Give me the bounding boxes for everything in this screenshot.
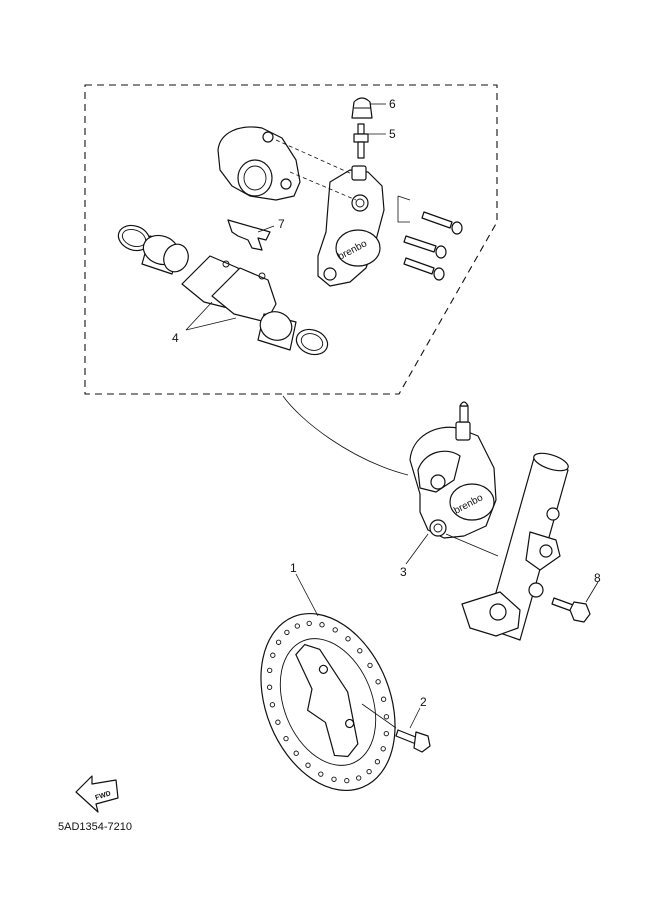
leader-8 bbox=[585, 581, 599, 603]
leader-7 bbox=[257, 225, 275, 233]
disc-vent-hole bbox=[270, 652, 276, 658]
disc-vent-hole bbox=[383, 730, 389, 737]
piston-seal-right bbox=[295, 328, 329, 356]
fwd-badge-text: FWD bbox=[94, 790, 111, 802]
disc-vent-hole bbox=[284, 629, 290, 636]
disc-vent-hole bbox=[380, 746, 386, 752]
disc-vent-hole bbox=[283, 735, 289, 742]
assembled-caliper: brenbo bbox=[409, 401, 497, 539]
piston-left bbox=[141, 234, 189, 275]
leader-4a bbox=[185, 301, 213, 331]
caliper-outer-half bbox=[217, 126, 301, 201]
caliper-bolt-lower bbox=[403, 257, 445, 281]
brake-disc bbox=[260, 612, 396, 792]
brake-pads bbox=[181, 255, 277, 323]
disc-vent-hole bbox=[305, 762, 311, 768]
disc-vent-hole bbox=[380, 696, 387, 702]
disc-vent-hole bbox=[345, 636, 351, 642]
caliper-bolt-middle bbox=[403, 235, 447, 259]
disc-vent-hole bbox=[366, 768, 372, 775]
disc-vent-hole bbox=[294, 623, 300, 629]
bleed-screw bbox=[353, 123, 369, 159]
disc-vent-hole bbox=[319, 622, 325, 628]
disc-vent-hole bbox=[383, 714, 390, 720]
disc-vent-hole bbox=[266, 684, 273, 690]
callout-6: 6 bbox=[389, 97, 396, 111]
detail-connector-line bbox=[282, 395, 409, 476]
caliper-inner-half: brenbo bbox=[317, 165, 385, 287]
leader-2 bbox=[409, 707, 421, 729]
disc-vent-hole bbox=[267, 667, 273, 674]
callout-2: 2 bbox=[420, 695, 427, 709]
leader-4b bbox=[185, 317, 237, 331]
disc-vent-holes bbox=[266, 620, 390, 784]
detail-dash-link-1 bbox=[289, 171, 357, 201]
callout-3: 3 bbox=[400, 565, 407, 579]
disc-bolt bbox=[395, 729, 431, 753]
pad-spring bbox=[227, 219, 271, 251]
callout-4: 4 bbox=[172, 331, 179, 345]
piston-right bbox=[257, 311, 297, 351]
disc-vent-hole bbox=[269, 702, 276, 708]
disc-vent-hole bbox=[318, 771, 324, 777]
forward-direction-arrow-icon: FWD bbox=[75, 775, 119, 813]
diagram-code: 5AD1354-7210 bbox=[58, 821, 132, 833]
disc-vent-hole bbox=[367, 662, 373, 669]
disc-vent-hole bbox=[356, 775, 362, 781]
disc-vent-hole bbox=[275, 719, 281, 725]
leader-1 bbox=[295, 573, 319, 617]
callout-7: 7 bbox=[278, 217, 285, 231]
callout-8: 8 bbox=[594, 571, 601, 585]
front-fork-leg bbox=[461, 452, 569, 641]
disc-vent-hole bbox=[374, 759, 381, 765]
disc-vent-hole bbox=[331, 776, 337, 782]
disc-vent-hole bbox=[332, 627, 338, 633]
disc-vent-hole bbox=[293, 750, 299, 756]
callout-5: 5 bbox=[389, 127, 396, 141]
leader-3 bbox=[405, 533, 429, 565]
disc-vent-hole bbox=[306, 620, 312, 627]
disc-vent-hole bbox=[344, 777, 350, 784]
leader-2b bbox=[361, 703, 397, 729]
disc-vent-hole bbox=[375, 679, 381, 685]
fork-mount-bolt bbox=[551, 597, 591, 623]
caliper-bolt-upper bbox=[421, 211, 463, 235]
disc-vent-hole bbox=[357, 648, 363, 654]
disc-vent-hole bbox=[275, 639, 282, 645]
bleed-valve-cap bbox=[351, 97, 373, 119]
bolt-bracket-line bbox=[397, 195, 411, 223]
caliper-mount-line bbox=[445, 533, 499, 557]
callout-1: 1 bbox=[290, 561, 297, 575]
